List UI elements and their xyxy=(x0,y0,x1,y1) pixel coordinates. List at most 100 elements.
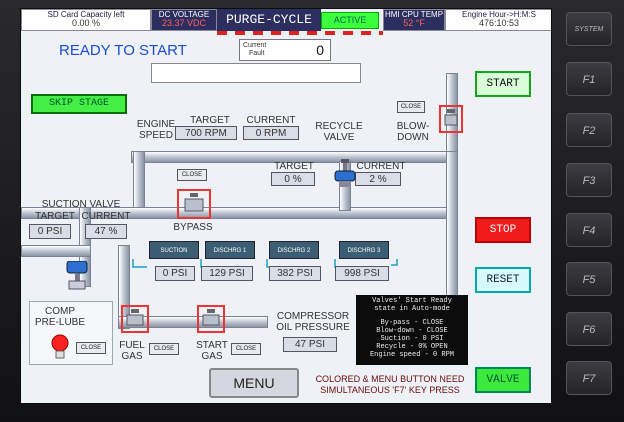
dc-voltage-label: DC VOLTAGE xyxy=(158,10,210,19)
fuel-gas-label-line-1: FUEL xyxy=(119,340,145,351)
prelube-panel: COMP PRE-LUBE CLOSE xyxy=(29,301,113,365)
sd-card-panel: SD Card Capacity left 0.00 % xyxy=(21,9,151,31)
fault-label-line-1: Current xyxy=(243,42,267,49)
engine-target-value: 700 RPM xyxy=(175,126,237,140)
valve-button[interactable]: VALVE xyxy=(475,367,531,393)
blowdown-label-line-1: BLOW- xyxy=(396,121,430,132)
suction-valve-label: SUCTION VALVE xyxy=(41,199,121,210)
oil-pressure-label: COMPRESSOR OIL PRESSURE xyxy=(271,311,355,333)
stage-value-discharge-2: 382 PSI xyxy=(269,266,321,281)
engine-speed-label-line-1: ENGINE xyxy=(136,119,176,130)
suction-current-value: 47 % xyxy=(85,224,127,239)
engine-target-label: TARGET xyxy=(190,115,230,126)
ready-status-text: READY TO START xyxy=(59,42,187,59)
engine-speed-label: ENGINE SPEED xyxy=(133,119,179,141)
recycle-current-value: 2 % xyxy=(355,172,401,186)
fuel-gas-label-line-2: GAS xyxy=(121,351,143,362)
stage-value-discharge-3: 998 PSI xyxy=(335,266,389,281)
fkey-f4[interactable]: F4 xyxy=(566,213,612,247)
bypass-close-button[interactable]: CLOSE xyxy=(177,169,207,181)
recycle-valve-label: RECYCLE VALVE xyxy=(311,121,367,143)
cycle-title: PURGE-CYCLE xyxy=(217,9,321,31)
start-button[interactable]: START xyxy=(475,71,531,97)
fkey-f5[interactable]: F5 xyxy=(566,262,612,296)
recycle-target-value: 0 % xyxy=(271,172,315,186)
fkey-f3[interactable]: F3 xyxy=(566,163,612,197)
info-line-5: Suction - 0 PSI xyxy=(380,335,444,343)
skip-stage-button[interactable]: SKIP STAGE xyxy=(31,94,127,114)
suction-target-value: 0 PSI xyxy=(29,224,71,239)
engine-hour-label: Engine Hour->H:M:S xyxy=(461,10,537,19)
connector-suction xyxy=(132,259,147,268)
dc-voltage-value: 23.37 VDC xyxy=(161,18,207,28)
prelube-label-line-1: COMP xyxy=(45,306,75,317)
menu-note-line-1: COLORED & MENU BUTTON NEED xyxy=(315,374,465,384)
prelube-label: COMP PRE-LUBE xyxy=(30,306,90,328)
menu-note: COLORED & MENU BUTTON NEED SIMULTANEOUS … xyxy=(305,374,475,396)
fkey-f1[interactable]: F1 xyxy=(566,62,612,96)
pipe-fuel-header xyxy=(118,316,268,328)
menu-button[interactable]: MENU xyxy=(209,368,299,398)
suction-valve-icon[interactable] xyxy=(65,261,89,295)
info-line-7: Engine speed - 0 RPM xyxy=(369,351,454,359)
current-fault-value: 0 xyxy=(316,42,324,58)
reset-button[interactable]: RESET xyxy=(475,267,531,293)
info-line-2: state in Auto-mode xyxy=(374,305,450,313)
fkey-f2[interactable]: F2 xyxy=(566,113,612,147)
info-line-1: Valves' Start Ready xyxy=(372,297,452,305)
sd-card-label: SD Card Capacity left xyxy=(47,10,125,19)
menu-note-line-2: SIMULTANEOUS 'F7' KEY PRESS xyxy=(320,385,460,395)
connector-stage-4 xyxy=(391,259,398,266)
oil-pressure-label-line-2: OIL PRESSURE xyxy=(276,322,350,333)
oil-pressure-label-line-1: COMPRESSOR xyxy=(276,311,350,322)
suction-target-label: TARGET xyxy=(35,211,75,222)
cpu-temp-panel: HMI CPU TEMP 52 °F xyxy=(383,9,445,31)
suction-current-label: CURRENT xyxy=(81,211,131,222)
fault-label-line-2: Fault xyxy=(249,50,265,57)
start-gas-label-line-2: GAS xyxy=(201,351,223,362)
start-gas-close-button[interactable]: CLOSE xyxy=(231,343,261,355)
cpu-temp-label: HMI CPU TEMP xyxy=(384,10,444,19)
fuel-gas-close-button[interactable]: CLOSE xyxy=(149,343,179,355)
info-line-3: By-pass - CLOSE xyxy=(380,319,444,327)
recycle-valve-icon[interactable] xyxy=(333,159,357,189)
blowdown-valve-selector[interactable] xyxy=(439,105,463,133)
start-gas-valve-selector[interactable] xyxy=(197,305,225,333)
recycle-current-label: CURRENT xyxy=(356,161,406,172)
stage-value-suction: 0 PSI xyxy=(155,266,195,281)
valve-start-info-panel: Valves' Start Ready state in Auto-mode B… xyxy=(356,295,468,365)
engine-hour-panel: Engine Hour->H:M:S 476:10:53 xyxy=(445,9,551,31)
fuel-gas-valve-selector[interactable] xyxy=(121,305,149,333)
sd-card-value: 0.00 % xyxy=(71,18,101,28)
bypass-label: BYPASS xyxy=(173,222,213,233)
prelube-close-button[interactable]: CLOSE xyxy=(76,342,106,354)
prelube-lamp-icon xyxy=(50,334,70,360)
engine-speed-label-line-2: SPEED xyxy=(139,130,173,141)
stage-label-suction: SUCTION xyxy=(149,241,199,259)
stage-label-discharge-1: DISCHRG 1 xyxy=(205,241,255,259)
stage-label-discharge-2: DISCHRG 2 xyxy=(269,241,319,259)
current-fault-box: Current Fault 0 xyxy=(239,39,331,61)
stop-button[interactable]: STOP xyxy=(475,217,531,243)
blowdown-label-line-2: DOWN xyxy=(397,132,429,143)
hmi-screen: SD Card Capacity left 0.00 % DC VOLTAGE … xyxy=(20,8,552,404)
message-bar xyxy=(151,63,361,83)
fkey-system[interactable]: SYSTEM xyxy=(566,12,612,46)
prelube-label-line-2: PRE-LUBE xyxy=(34,317,85,328)
fuel-gas-label: FUEL GAS xyxy=(117,340,147,362)
cycle-state-badge: ACTIVE xyxy=(321,12,379,29)
blowdown-close-button[interactable]: CLOSE xyxy=(397,101,425,113)
fkey-f7[interactable]: F7 xyxy=(566,361,612,395)
recycle-valve-label-line-2: VALVE xyxy=(323,132,355,143)
recycle-valve-label-line-1: RECYCLE xyxy=(315,121,363,132)
stage-value-discharge-1: 129 PSI xyxy=(201,266,253,281)
stage-label-discharge-3: DISCHRG 3 xyxy=(339,241,389,259)
bypass-valve-selector[interactable] xyxy=(177,189,211,219)
cpu-temp-value: 52 °F xyxy=(403,18,425,28)
fkey-f6[interactable]: F6 xyxy=(566,312,612,346)
engine-current-label: CURRENT xyxy=(246,115,296,126)
info-line-6: Recycle - 0% OPEN xyxy=(376,343,448,351)
blowdown-label: BLOW- DOWN xyxy=(391,121,435,143)
status-stripe xyxy=(217,31,383,35)
dc-voltage-panel: DC VOLTAGE 23.37 VDC xyxy=(151,9,217,31)
